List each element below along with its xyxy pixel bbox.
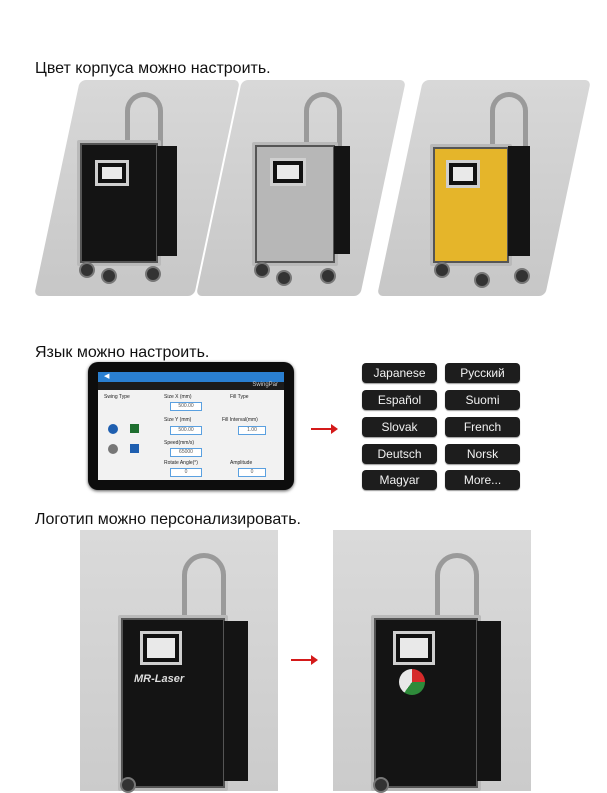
swing-type-square-icon[interactable] <box>130 444 139 453</box>
swing-type-circle-icon[interactable] <box>108 444 118 454</box>
tablet-label: Fill Interval(mm) <box>222 417 258 423</box>
arrow-right-icon <box>291 655 318 665</box>
language-button[interactable]: Japanese <box>362 363 437 383</box>
logo-heading: Логотип можно персонализировать. <box>35 511 301 528</box>
tablet-label: Swing Type <box>104 394 130 400</box>
wheel <box>276 270 292 286</box>
language-button[interactable]: More... <box>445 470 520 490</box>
machine-case <box>77 140 161 266</box>
swing-type-square-icon[interactable] <box>130 424 139 433</box>
handle <box>304 92 342 147</box>
machine-logo-after <box>353 545 513 793</box>
machine-screen <box>140 631 182 665</box>
machine-side <box>477 621 501 781</box>
swing-type-circle-icon[interactable] <box>108 424 118 434</box>
color-heading: Цвет корпуса можно настроить. <box>35 60 271 77</box>
tablet-device: ◀ SwingPar Swing Type Size X (mm) Fill T… <box>88 362 294 490</box>
tablet-field[interactable]: 1.00 <box>238 426 266 435</box>
tablet-label: Size Y (mm) <box>164 417 192 423</box>
machine-screen <box>95 160 129 186</box>
machine-yellow <box>412 90 542 290</box>
tablet-title: SwingPar <box>252 382 278 388</box>
custom-logo-icon <box>399 669 425 695</box>
wheel <box>474 272 490 288</box>
language-button[interactable]: Magyar <box>362 470 437 490</box>
tablet-label: Size X (mm) <box>164 394 192 400</box>
wheel <box>145 266 161 282</box>
language-button[interactable]: Slovak <box>362 417 437 437</box>
language-button[interactable]: Suomi <box>445 390 520 410</box>
wheel <box>514 268 530 284</box>
tablet-field[interactable]: 0 <box>170 468 202 477</box>
tablet-top-bar: ◀ <box>98 372 284 382</box>
language-button[interactable]: Русский <box>445 363 520 383</box>
machine-side <box>334 146 350 254</box>
arrow-right-icon <box>311 424 338 434</box>
wheel <box>254 262 270 278</box>
wheel <box>79 262 95 278</box>
handle <box>435 553 479 624</box>
back-arrow-icon: ◀ <box>104 373 110 380</box>
machine-screen <box>446 160 480 188</box>
machine-logo-before: MR-Laser <box>100 545 260 793</box>
tablet-ui: ◀ SwingPar Swing Type Size X (mm) Fill T… <box>98 372 284 480</box>
language-heading: Язык можно настроить. <box>35 344 210 361</box>
tablet-subtitle-bar: SwingPar <box>98 382 284 390</box>
logo-text: MR-Laser <box>134 673 185 685</box>
machine-screen <box>393 631 435 665</box>
machine-screen <box>270 158 306 186</box>
wheel <box>101 268 117 284</box>
tablet-field[interactable]: 65000 <box>170 448 202 457</box>
language-button[interactable]: Norsk <box>445 444 520 464</box>
wheel <box>434 262 450 278</box>
machine-side <box>157 146 177 256</box>
handle <box>125 92 163 147</box>
wheel <box>320 268 336 284</box>
tablet-field[interactable]: 0 <box>238 468 266 477</box>
tablet-label: Speed(mm/s) <box>164 440 195 446</box>
language-button[interactable]: Español <box>362 390 437 410</box>
handle <box>490 92 528 147</box>
machine-side <box>508 146 530 256</box>
tablet-field[interactable]: 500.00 <box>170 426 202 435</box>
handle <box>182 553 226 624</box>
tablet-field[interactable]: 500.00 <box>170 402 202 411</box>
machine-silver <box>232 90 352 290</box>
tablet-label: Rotate Angle(°) <box>164 460 198 466</box>
language-button[interactable]: Deutsch <box>362 444 437 464</box>
tablet-label: Fill Type <box>230 394 249 400</box>
machine-side <box>224 621 248 781</box>
tablet-label: Amplitude <box>230 460 253 466</box>
language-button[interactable]: French <box>445 417 520 437</box>
machine-black <box>65 90 185 290</box>
